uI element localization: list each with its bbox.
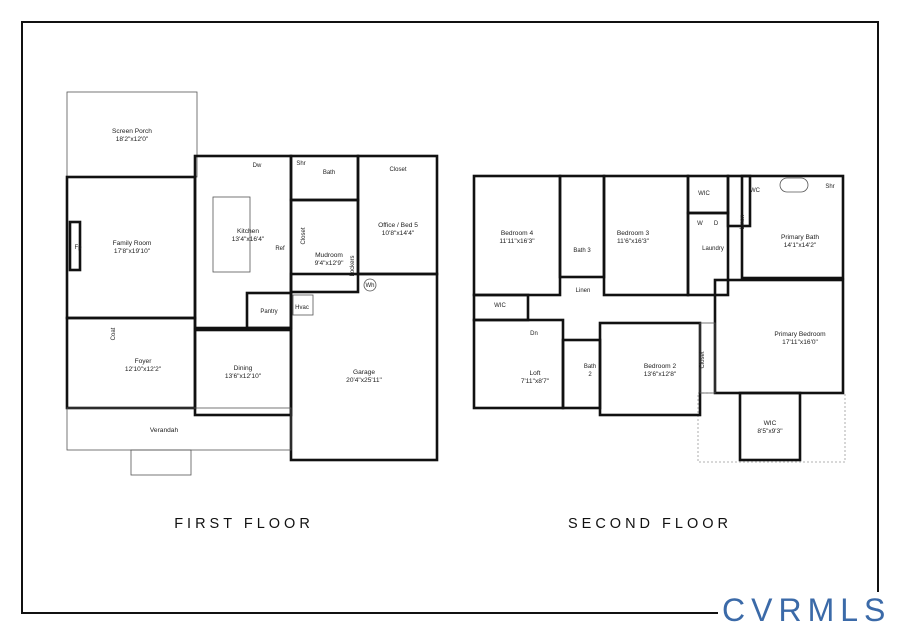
room-label: WIC [764,420,777,427]
second-floor-plan: Bedroom 4 11'11"x16'3" Bedroom 3 11'6"x1… [472,174,846,532]
kitchen-island [212,196,251,273]
room-size: 13'4"x16'4" [232,236,265,243]
fireplace [68,220,82,272]
second-floor-title: SECOND FLOOR [568,516,732,532]
room-size: 13'6"x12'10" [225,373,262,380]
room-label: Bedroom 3 [617,230,650,237]
laundry [686,211,730,297]
room-label: Garage [353,369,375,376]
room-size: 14'1"x14'2" [784,242,817,249]
fixture-label: Dw [253,163,262,169]
room-size: 17'11"x16'0" [782,339,818,346]
room-size: 17'8"x19'10" [114,248,151,255]
room-label: Screen Porch [112,128,152,135]
fixture-label: Coat [111,327,117,340]
fixture-label: Linen [576,288,591,294]
room-label: Verandah [150,427,179,434]
fixture-label: Bath 3 [573,248,591,254]
front-steps [130,449,192,476]
hvac [292,294,314,316]
wc [726,174,752,228]
fixture-label: Dn [530,331,538,337]
foyer [65,316,197,410]
fixture-label: Linen [740,215,746,230]
cvrmls-logo: CVRMLS [718,592,896,628]
fixture-label: W [697,221,703,227]
fixture-label: Closet [700,351,706,368]
room-label: Primary Bedroom [774,331,826,338]
room-size: 11'6"x16'3" [617,238,650,245]
room-size: 13'6"x12'8" [644,371,677,378]
room-size: 9'4"x12'9" [315,260,344,267]
room-size: 18'2"x12'0" [116,136,149,143]
fixture-label: Fp [74,245,82,251]
room-label: Foyer [135,358,153,365]
office [356,154,439,276]
bath-3 [558,174,606,279]
fixture-label: Bath [584,364,596,370]
bathtub [779,177,809,193]
room-label: Family Room [113,240,152,247]
fixture-label: Laundry [702,246,724,252]
fixture-label: D [714,221,719,227]
bath-2 [561,338,602,410]
room-size: 11'11"x16'3" [499,238,535,245]
primary-bath [740,174,845,280]
closet [699,322,716,394]
room-size: 12'10"x12'2" [125,366,162,373]
room-label: Primary Bath [781,234,819,241]
mudroom [289,198,360,294]
room-label: Dining [234,365,253,372]
first-floor-plan: Screen Porch 18'2"x12'0" Family Room 17'… [65,91,439,532]
fixture-label: Pantry [260,309,277,315]
fixture-label: Closet [389,167,406,173]
room-label: Loft [530,370,541,377]
fixture-label: Wh [366,283,375,289]
first-floor-title: FIRST FLOOR [174,516,314,532]
room-label: Bedroom 4 [501,230,534,237]
room-label: Kitchen [237,228,259,235]
garage [289,272,439,462]
loft [472,318,565,410]
room-label: Bedroom 2 [644,363,677,370]
room-label: Office / Bed 5 [378,222,418,229]
fixture-label: Hvac [295,305,309,311]
room-size: 10'8"x14'4" [382,230,415,237]
fixture-label: Ref [275,246,285,252]
fixture-label: Closet [301,227,307,244]
water-heater [363,278,377,292]
fixture-label: 2 [588,372,592,378]
fixture-label: WC [750,188,761,194]
room-size: 20'4"x25'11" [346,377,382,384]
wic-primary [738,391,802,462]
room-size: 7'11"x8'7" [521,378,550,385]
room-label: Mudroom [315,252,343,259]
page-border [21,21,879,614]
fixture-label: WIC [494,303,506,309]
fixture-label: Shr [296,161,305,167]
fixture-label: Shr [825,184,834,190]
room-size: 8'5"x9'3" [757,428,783,435]
fixture-label: Bath [323,170,335,176]
fixture-label: Lockers [350,255,356,276]
fixture-label: WIC [698,191,710,197]
